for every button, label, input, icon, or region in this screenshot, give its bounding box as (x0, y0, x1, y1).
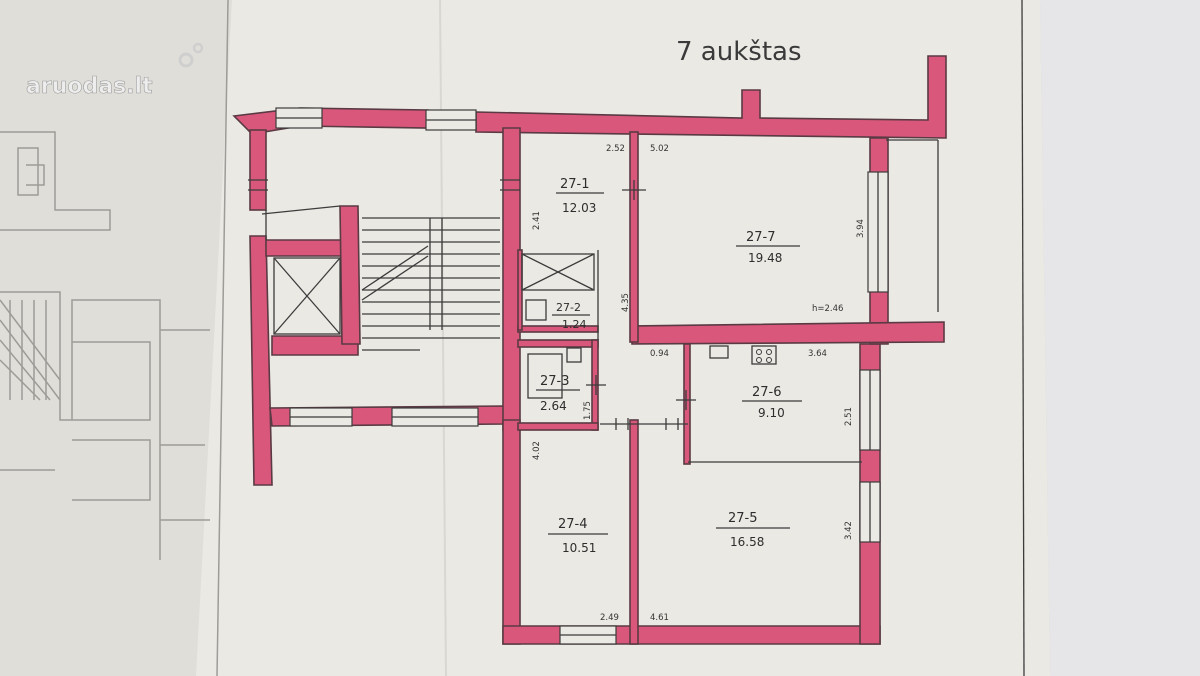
background-plan-ghost (0, 131, 210, 560)
kitchen-fixtures (709, 345, 777, 365)
dim-label: 5.02 (650, 144, 669, 154)
svg-text:aruodas.lt: aruodas.lt (26, 74, 153, 99)
elevator-shaft-icon (273, 257, 341, 335)
wall-living-bottom (631, 321, 945, 345)
right-sheet (1040, 0, 1200, 676)
main-sheet (196, 0, 1050, 676)
ventilation-shaft-icon (521, 253, 595, 291)
room-id: 27-6 (752, 385, 782, 400)
room-id: 27-4 (558, 517, 588, 532)
wall-apartment-left (502, 419, 521, 645)
dim-label: 2.49 (600, 613, 619, 623)
dim-label: 2.51 (844, 407, 854, 426)
wall-bath-top (517, 339, 599, 348)
dim-label: h=2.46 (812, 304, 843, 314)
room-id: 27-2 (556, 301, 581, 314)
doors (248, 179, 696, 430)
room-id: 27-7 (746, 230, 776, 245)
wall-top-main (475, 55, 947, 139)
room-area: 2.64 (540, 399, 567, 413)
bathroom-fixtures (525, 299, 582, 399)
dim-label: 2.52 (606, 144, 625, 154)
dim-label: 1.75 (583, 401, 593, 420)
dim-label: 0.94 (650, 349, 669, 359)
sheet-border-left (216, 0, 229, 676)
dim-label: 3.94 (856, 219, 866, 238)
wall-living-left (629, 131, 639, 343)
staircase-icon (361, 217, 500, 351)
dim-label: 3.42 (844, 521, 854, 540)
wall-room6-left (683, 343, 691, 465)
walls (232, 55, 947, 645)
dim-label: 4.61 (650, 613, 669, 623)
room-27-1: 27-1 12.03 (556, 177, 604, 215)
dim-label: 4.02 (532, 441, 542, 460)
wall-bath-bottom (517, 422, 599, 431)
room-id: 27-3 (540, 374, 570, 389)
dim-label: 2.41 (532, 211, 542, 230)
room-area: 9.10 (758, 406, 785, 420)
room-area: 10.51 (562, 541, 596, 555)
dimension-labels: 2.52 5.02 2.41 4.35 3.94 h=2.46 0.94 3.6… (532, 144, 866, 623)
room-27-6: 27-6 9.10 (742, 385, 802, 420)
floor-title: 7 aukštas (676, 37, 802, 67)
left-sheet (0, 0, 232, 676)
room-27-3: 27-3 2.64 (536, 374, 580, 413)
room-id: 27-5 (728, 511, 758, 526)
windows (275, 107, 889, 645)
room-area: 19.48 (748, 251, 782, 265)
room-27-7: 27-7 19.48 (736, 230, 800, 265)
room-area: 1.24 (562, 318, 587, 331)
room-id: 27-1 (560, 177, 590, 192)
watermark-logo: aruodas.lt (26, 42, 204, 99)
room-27-5: 27-5 16.58 (716, 511, 790, 549)
room-area: 12.03 (562, 201, 596, 215)
wall-room4-right (629, 419, 639, 645)
room-27-4: 27-4 10.51 (548, 517, 608, 555)
dim-label: 3.64 (808, 349, 827, 359)
dim-label: 4.35 (621, 293, 631, 312)
wall-left-outer (249, 235, 273, 486)
wall-stair-divider (339, 205, 361, 345)
room-area: 16.58 (730, 535, 764, 549)
room-27-2: 27-2 1.24 (552, 301, 590, 331)
wall-left-upper (249, 129, 267, 211)
sheet-border-right (1021, 0, 1025, 676)
thin-lines (261, 139, 939, 463)
